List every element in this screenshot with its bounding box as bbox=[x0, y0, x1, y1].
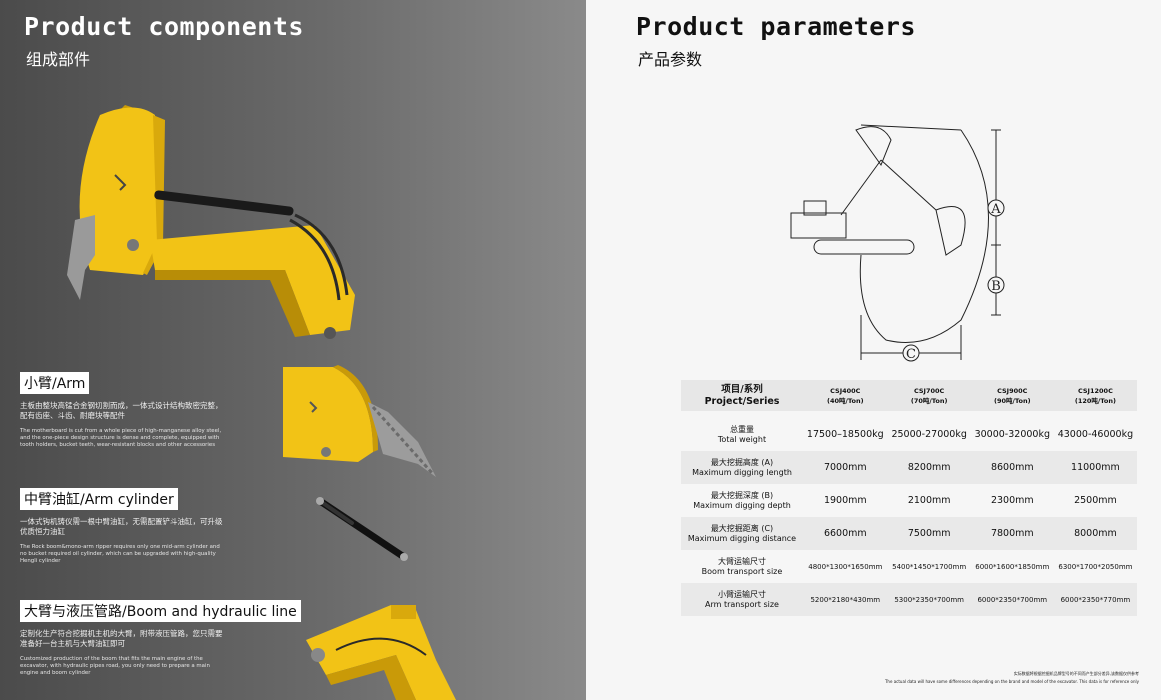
row-label-en: Maximum digging distance bbox=[687, 533, 797, 543]
parameters-panel: Product parameters 产品参数 A B bbox=[586, 0, 1161, 700]
parameters-title: Product parameters bbox=[636, 12, 916, 41]
parameters-subtitle: 产品参数 bbox=[638, 50, 703, 69]
row-label-en: Maximum digging length bbox=[692, 467, 792, 477]
section-arm-cylinder: 中臂油缸/Arm cylinder 一体式钩机铸仪需一根中臂油缸，无需配置铲斗油… bbox=[20, 488, 290, 565]
diagram-label-a: A bbox=[990, 202, 1001, 217]
table-header-model: CSJ900C(90吨/Ton) bbox=[970, 380, 1054, 411]
row-label-cn: 小臂运输尺寸 bbox=[718, 589, 766, 599]
diagram-label-c: C bbox=[906, 347, 916, 362]
section-boom-heading: 大臂与液压管路/Boom and hydraulic line bbox=[20, 600, 301, 622]
components-panel: Product components 组成部件 小臂/Arm 主板由整块高锰合金… bbox=[0, 0, 586, 700]
section-arm-cylinder-cn: 一体式钩机铸仪需一根中臂油缸，无需配置铲斗油缸，可升级优质恒力油缸 bbox=[20, 517, 223, 536]
excavator-reach-diagram: A B C bbox=[790, 124, 1005, 362]
table-cell: 7000mm bbox=[823, 462, 867, 473]
arm-cylinder-image bbox=[316, 497, 408, 561]
table-cell: 7500mm bbox=[907, 528, 951, 539]
row-label-cn: 最大挖掘深度 (B) bbox=[710, 490, 774, 500]
table-cell: 6600mm bbox=[823, 528, 867, 539]
row-label: 最大挖掘高度 (A)Maximum digging length bbox=[681, 451, 803, 484]
table-cell: 2500mm bbox=[1074, 495, 1117, 506]
section-boom-en: Customized production of the boom that f… bbox=[20, 656, 210, 676]
section-arm-cylinder-heading: 中臂油缸/Arm cylinder bbox=[20, 488, 178, 510]
section-arm: 小臂/Arm 主板由整块高锰合金钢切割而成，一体式设计结构致密完整，配有齿座、斗… bbox=[20, 372, 290, 449]
arm-image bbox=[283, 365, 436, 477]
model-ton: (70吨/Ton) bbox=[910, 396, 948, 405]
table-header-row: 项目/系列 Project/Series CSJ400C(40吨/Ton) CS… bbox=[681, 380, 1137, 411]
table-header-model: CSJ700C(70吨/Ton) bbox=[887, 380, 971, 411]
section-boom-cn: 定制化生产符合挖掘机主机的大臂，附带液压管路，您只需要准备好一台主机与大臂油缸即… bbox=[20, 629, 223, 648]
footnote-cn: 实际数据将根据挖掘机品牌型号的不同而产生部分差异,该数据仅供参考 bbox=[1013, 671, 1139, 676]
row-label-cn: 大臂运输尺寸 bbox=[718, 556, 766, 566]
model-name: CSJ700C bbox=[913, 386, 945, 395]
table-cell: 6300*1700*2050mm bbox=[1058, 562, 1133, 571]
table-cell: 4800*1300*1650mm bbox=[808, 562, 883, 571]
model-name: CSJ1200C bbox=[1077, 386, 1113, 395]
model-ton: (40吨/Ton) bbox=[827, 396, 864, 405]
row-label-cn: 最大挖掘距离 (C) bbox=[710, 523, 774, 533]
row-label-en: Boom transport size bbox=[701, 566, 783, 576]
model-ton: (120吨/Ton) bbox=[1074, 396, 1116, 405]
table-header-model: CSJ400C(40吨/Ton) bbox=[803, 380, 888, 411]
table-cell: 5300*2350*700mm bbox=[894, 595, 964, 604]
table-cell: 1900mm bbox=[823, 495, 867, 506]
row-label-en: Arm transport size bbox=[705, 599, 779, 609]
table-cell: 7800mm bbox=[990, 528, 1034, 539]
parameters-table: 项目/系列 Project/Series CSJ400C(40吨/Ton) CS… bbox=[681, 380, 1137, 616]
boom-image bbox=[306, 605, 456, 700]
table-cell: 5400*1450*1700mm bbox=[892, 562, 967, 571]
row-label-en: Total weight bbox=[717, 434, 767, 444]
table-spacer bbox=[681, 411, 1137, 418]
table-cell: 43000-46000kg bbox=[1057, 429, 1134, 440]
section-boom: 大臂与液压管路/Boom and hydraulic line 定制化生产符合挖… bbox=[20, 600, 301, 677]
row-label-cn: 最大挖掘高度 (A) bbox=[710, 457, 774, 467]
model-ton: (90吨/Ton) bbox=[994, 396, 1031, 405]
components-subtitle: 组成部件 bbox=[26, 50, 91, 69]
table-header-model: CSJ1200C(120吨/Ton) bbox=[1053, 380, 1137, 411]
table-cell: 2300mm bbox=[990, 495, 1034, 506]
table-row: 最大挖掘距离 (C)Maximum digging distance 6600m… bbox=[681, 517, 1137, 550]
table-header-project: 项目/系列 Project/Series bbox=[681, 380, 803, 411]
table-cell: 30000-32000kg bbox=[974, 429, 1050, 440]
table-cell: 8600mm bbox=[990, 462, 1034, 473]
table-cell: 8000mm bbox=[1074, 528, 1117, 539]
table-cell: 6000*2350*700mm bbox=[977, 595, 1048, 604]
table-row: 最大挖掘高度 (A)Maximum digging length 7000mm … bbox=[681, 451, 1137, 484]
diagram-label-b: B bbox=[991, 279, 1001, 294]
table-cell: 5200*2180*430mm bbox=[810, 595, 881, 604]
section-arm-cn: 主板由整块高锰合金钢切割而成，一体式设计结构致密完整，配有齿座、斗齿、耐磨块等配… bbox=[20, 401, 223, 420]
row-label-en: Maximum digging depth bbox=[693, 500, 791, 510]
table-header-cn: 项目/系列 bbox=[721, 383, 763, 395]
row-label: 最大挖掘距离 (C)Maximum digging distance bbox=[681, 517, 803, 550]
table-cell: 6000*2350*770mm bbox=[1060, 595, 1131, 604]
components-title: Product components bbox=[24, 12, 304, 41]
model-name: CSJ400C bbox=[830, 386, 861, 395]
table-row: 最大挖掘深度 (B)Maximum digging depth 1900mm 2… bbox=[681, 484, 1137, 517]
row-label: 最大挖掘深度 (B)Maximum digging depth bbox=[681, 484, 803, 517]
table-cell: 2100mm bbox=[907, 495, 951, 506]
model-name: CSJ900C bbox=[997, 386, 1028, 395]
table-cell: 8200mm bbox=[907, 462, 951, 473]
section-arm-en: The motherboard is cut from a whole piec… bbox=[20, 428, 222, 448]
table-header-en: Project/Series bbox=[704, 395, 780, 407]
section-arm-cylinder-en: The Rock boom&mono-arm ripper requires o… bbox=[20, 544, 220, 564]
section-arm-heading: 小臂/Arm bbox=[20, 372, 90, 394]
row-label-cn: 总重量 bbox=[730, 424, 754, 434]
table-cell: 11000mm bbox=[1071, 462, 1120, 473]
table-cell: 25000-27000kg bbox=[891, 429, 967, 440]
footnote-en: The actual data will have some differenc… bbox=[884, 679, 1139, 684]
table-cell: 17500–18500kg bbox=[806, 429, 884, 440]
table-cell: 6000*1600*1850mm bbox=[975, 562, 1050, 571]
ripper-assembly-image bbox=[67, 105, 355, 339]
